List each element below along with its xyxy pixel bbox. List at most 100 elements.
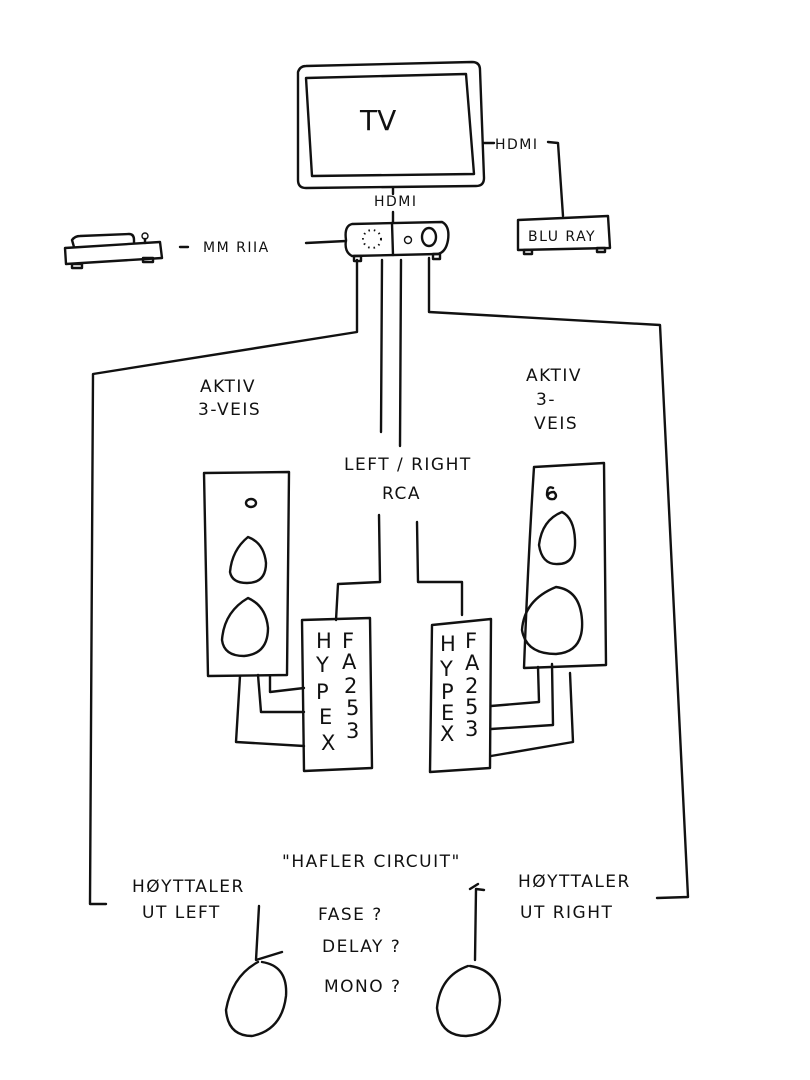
left-amp-brand-column: H Y P E X (315, 629, 335, 755)
turntable-foot (141, 256, 155, 264)
right-speaker-type-line3: VEIS (534, 414, 578, 434)
receiver (344, 220, 450, 263)
rca-to-right-amp-cable (415, 520, 464, 617)
amp-letter: 3 (346, 719, 359, 743)
bluray-body (516, 214, 612, 252)
right-speaker-cabinet (522, 461, 608, 670)
left-speaker (202, 470, 291, 678)
left-speaker-type-line2: 3-VEIS (198, 400, 261, 420)
question-phase: FASE ? (318, 905, 383, 925)
bluray-cable (546, 140, 565, 218)
left-output-label-line2: UT LEFT (142, 903, 221, 923)
right-output-label-line2: UT RIGHT (520, 903, 613, 923)
bluray-player: BLU RAY (516, 214, 612, 256)
left-woofer-wire (234, 674, 306, 748)
turntable-base (63, 240, 164, 266)
turntable-cable (304, 239, 348, 245)
right-midrange-icon (537, 510, 577, 566)
left-hafler-speaker-icon (224, 960, 288, 1038)
right-amp-body (428, 617, 493, 774)
right-speaker-type-line2: 3- (536, 390, 556, 410)
receiver-knob-large-icon (420, 226, 438, 248)
receiver-foot (431, 252, 442, 261)
tv-amp-hdmi-label: HDMI (374, 194, 418, 210)
left-hafler-speaker-wire (254, 904, 284, 962)
turntable-platter (70, 232, 136, 249)
rca-channels-label: LEFT / RIGHT (344, 455, 472, 475)
right-speaker (520, 461, 608, 670)
tv: TV (296, 60, 486, 190)
amp-letter: 2 (465, 674, 478, 698)
right-wire-arrow (468, 882, 480, 891)
amp-letter: Y (315, 653, 329, 677)
left-mid-wire (256, 673, 306, 714)
right-output-label-line1: HØYTTALER (518, 872, 631, 892)
right-hypex-amp: H Y P E X F A 2 5 3 (428, 617, 493, 774)
turntable-mm-riaa-label: MM RIIA (203, 240, 270, 256)
question-mono: MONO ? (324, 977, 402, 997)
amp-letter: 5 (465, 695, 478, 719)
left-speaker-cabinet (202, 470, 291, 678)
tv-screen (304, 72, 476, 178)
amp-letter: E (319, 705, 332, 729)
amp-letter: 3 (465, 717, 478, 741)
amp-letter: X (321, 731, 335, 755)
bluray-foot (522, 248, 534, 256)
rca-right-cable (398, 258, 403, 448)
amp-letter: P (316, 680, 329, 704)
left-hypex-amp: H Y P E X F A 2 5 3 (300, 616, 374, 773)
turntable: MM RIIA (63, 232, 348, 270)
left-amp-body (300, 616, 374, 773)
receiver-body (344, 220, 450, 258)
amp-letter: F (465, 629, 477, 653)
rca-type-label: RCA (382, 484, 421, 504)
amp-letter: F (342, 629, 354, 653)
right-woofer-wire (489, 671, 575, 758)
question-delay: DELAY ? (322, 937, 401, 957)
rca-left-cable (379, 258, 384, 434)
right-amp-model-column: F A 2 5 3 (465, 629, 480, 741)
bluray-label: BLU RAY (528, 229, 596, 245)
tonearm-icon (141, 232, 149, 240)
right-hafler-speaker-wire (473, 887, 486, 962)
right-amp-brand-column: H Y P E X (439, 632, 456, 746)
amp-letter: H (316, 629, 332, 653)
receiver-knob-small-icon (403, 235, 413, 245)
hafler-circuit-title: "HAFLER CIRCUIT" (282, 852, 461, 872)
right-speaker-type-line1: AKTIV (526, 366, 582, 386)
amp-letter: E (441, 701, 454, 725)
receiver-output-cables (88, 256, 690, 906)
amp-letter: A (342, 650, 357, 674)
tv-bluray-connection: HDMI (482, 137, 565, 218)
receiver-dial-icon (362, 229, 382, 249)
amp-letter: P (441, 680, 454, 704)
right-hafler-speaker-icon (435, 964, 502, 1038)
receiver-divider (390, 221, 395, 257)
left-woofer-icon (220, 596, 270, 658)
left-midrange-icon (228, 535, 268, 585)
left-hafler-cable (88, 258, 359, 906)
left-tweeter-icon (244, 497, 258, 509)
left-speaker-type-line1: AKTIV (200, 377, 256, 397)
right-hafler-cable (427, 256, 690, 900)
amp-letter: A (465, 651, 480, 675)
left-amp-model-column: F A 2 5 3 (342, 629, 359, 743)
amp-letter: 5 (346, 696, 359, 720)
left-output-label-line1: HØYTTALER (132, 877, 245, 897)
right-woofer-icon (520, 585, 584, 656)
amp-letter: 2 (344, 674, 357, 698)
tv-label: TV (359, 104, 396, 137)
right-tweeter-wire (489, 665, 541, 708)
amp-letter: H (440, 632, 456, 656)
tv-bluray-hdmi-label: HDMI (495, 137, 539, 153)
amp-letter: Y (439, 657, 453, 681)
right-mid-wire (489, 662, 555, 731)
turntable-foot (70, 262, 84, 270)
bluray-foot (595, 246, 607, 254)
right-tweeter-icon (545, 486, 558, 501)
rca-to-left-amp-cable (334, 513, 382, 622)
tv-outer-frame (296, 60, 486, 190)
tv-amp-connection: HDMI (374, 186, 418, 224)
left-tweeter-wire (268, 674, 306, 694)
